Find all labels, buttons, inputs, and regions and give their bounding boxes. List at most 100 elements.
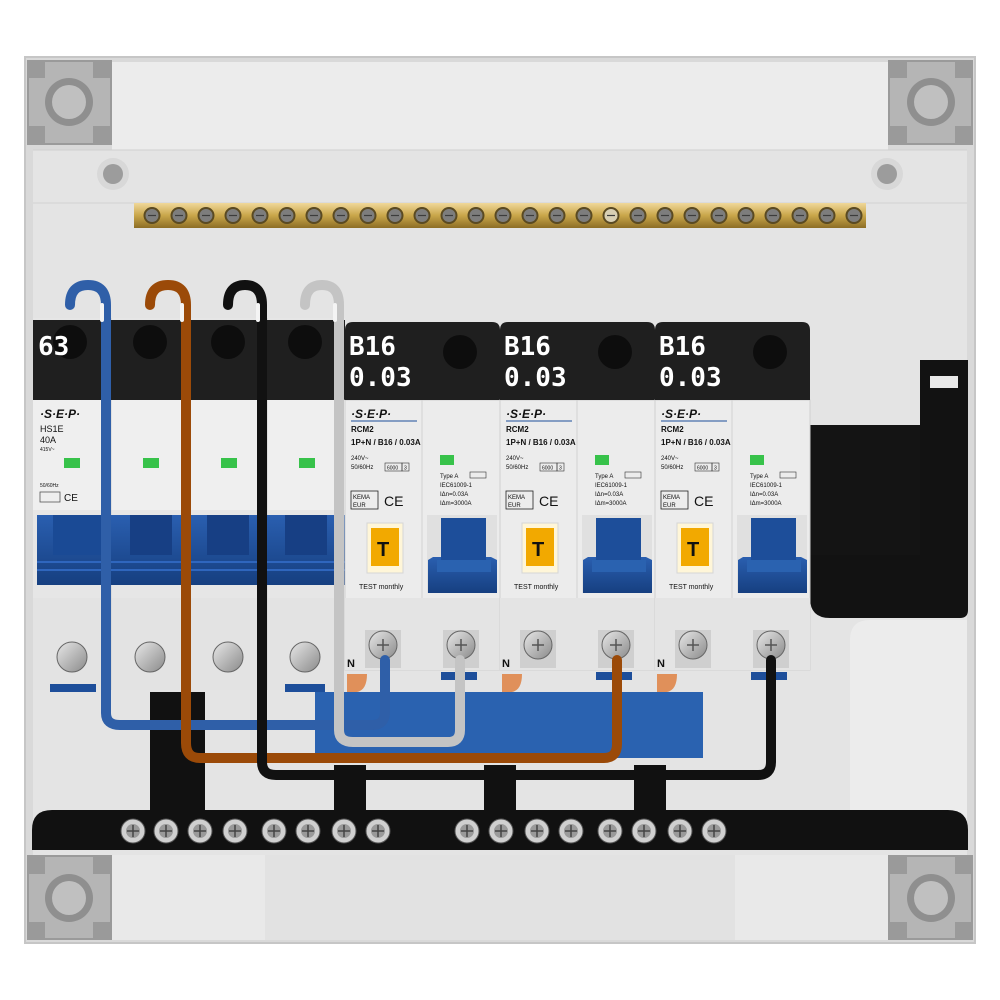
cert-mark-text: KEMA bbox=[353, 495, 370, 501]
screw-icon bbox=[521, 207, 539, 224]
rcbo-standard: IEC61009-1 bbox=[595, 483, 628, 489]
terminal-screw-icon bbox=[365, 630, 401, 668]
screw-icon bbox=[224, 207, 242, 224]
main-switch-voltage: 415V~ bbox=[40, 447, 55, 453]
screw-icon bbox=[710, 207, 728, 224]
rcbo-toggle[interactable] bbox=[737, 515, 807, 593]
screw-icon bbox=[683, 207, 701, 224]
terminal-screw-icon bbox=[488, 818, 514, 844]
indicator-light bbox=[221, 458, 237, 468]
rcbo-test-text: TEST monthly bbox=[514, 584, 559, 591]
indicator-light bbox=[440, 455, 454, 465]
main-switch-brand: ·S·E·P· bbox=[40, 407, 80, 421]
screw-icon bbox=[575, 207, 593, 224]
mounting-hole-bottom-left bbox=[27, 855, 112, 940]
cert-mark-text: KEMA bbox=[663, 495, 680, 501]
main-switch-model: HS1E bbox=[40, 424, 64, 434]
screw-icon bbox=[845, 207, 863, 224]
cert-mark-icon bbox=[350, 490, 379, 510]
main-switch-current: 40A bbox=[40, 435, 56, 445]
mounting-hole-top-right bbox=[888, 60, 973, 145]
rcbo-rating-box: 6000 bbox=[387, 466, 398, 472]
rcbo-toggle[interactable] bbox=[427, 515, 497, 593]
cert-mark-text: EUR bbox=[353, 503, 366, 509]
rcbo-type: Type A bbox=[595, 474, 613, 480]
terminal-screw-icon bbox=[365, 818, 391, 844]
rcbo-class-box: 3 bbox=[714, 466, 717, 472]
neutral-label: N bbox=[657, 658, 665, 670]
screw-icon bbox=[467, 207, 485, 224]
rcbo-standard: IEC61009-1 bbox=[440, 483, 473, 489]
rcbo-rating-box: 6000 bbox=[697, 466, 708, 472]
rcbo-model: RCM2 bbox=[351, 425, 374, 434]
terminal-screw-icon bbox=[454, 818, 480, 844]
test-button[interactable]: T bbox=[521, 522, 559, 574]
test-button-label: T bbox=[687, 539, 699, 561]
cert-mark-icon bbox=[660, 490, 689, 510]
wire-blue bbox=[65, 280, 390, 730]
mounting-hole-bottom-right bbox=[888, 855, 973, 940]
terminal-screw-icon bbox=[261, 818, 287, 844]
copper-link bbox=[657, 674, 677, 692]
rcbo-model: RCM2 bbox=[661, 425, 684, 434]
screw-icon bbox=[764, 207, 782, 224]
neutral-label: N bbox=[347, 658, 355, 670]
copper-link bbox=[347, 674, 367, 692]
terminal-screw-icon bbox=[520, 630, 556, 668]
rcbo-toggle[interactable] bbox=[582, 515, 652, 593]
rcbo-voltage: 240V~ bbox=[506, 456, 524, 462]
screw-icon bbox=[197, 207, 215, 224]
indicator-light bbox=[595, 455, 609, 465]
rcbo-brand: ·S·E·P· bbox=[506, 407, 546, 421]
rcbo-test-text: TEST monthly bbox=[359, 584, 404, 591]
rcbo-rating-label: B16 bbox=[349, 332, 396, 362]
screw-icon bbox=[737, 207, 755, 224]
rcbo-standard: IEC61009-1 bbox=[750, 483, 783, 489]
wire-black bbox=[223, 280, 776, 780]
cert-mark-text: KEMA bbox=[508, 495, 525, 501]
rcbo-brand: ·S·E·P· bbox=[661, 407, 701, 421]
terminal-screw-icon bbox=[120, 818, 146, 844]
rcbo-idn: IΔn=0.03A bbox=[440, 492, 468, 498]
screw-icon bbox=[602, 207, 620, 224]
rcbo-voltage: 240V~ bbox=[351, 456, 369, 462]
rcbo-rating-label: B16 bbox=[504, 332, 551, 362]
terminal-screw-icon bbox=[295, 818, 321, 844]
rcbo-idm: IΔm=3000A bbox=[595, 501, 627, 507]
rcbo-rating-label: B16 bbox=[659, 332, 706, 362]
screw-icon bbox=[548, 207, 566, 224]
cert-mark-icon bbox=[505, 490, 534, 510]
ce-mark: CE bbox=[694, 493, 713, 509]
ce-mark: CE bbox=[539, 493, 558, 509]
rcbo-rating-box: 6000 bbox=[542, 466, 553, 472]
cert-mark-text: EUR bbox=[508, 503, 521, 509]
rcbo-idn: IΔn=0.03A bbox=[595, 492, 623, 498]
screw-icon bbox=[305, 207, 323, 224]
wiring bbox=[65, 280, 776, 780]
neutral-label: N bbox=[502, 658, 510, 670]
copper-link bbox=[502, 674, 522, 692]
busbar-housing bbox=[810, 360, 968, 618]
terminal-screw-icon bbox=[331, 818, 357, 844]
test-button[interactable]: T bbox=[366, 522, 404, 574]
terminal-screw-icon bbox=[524, 818, 550, 844]
indicator-light bbox=[750, 455, 764, 465]
terminal-screw-row bbox=[120, 818, 727, 844]
rcbo-sensitivity-label: 0.03 bbox=[349, 363, 412, 393]
rcbo-spec: 1P+N / B16 / 0.03A bbox=[661, 438, 731, 447]
wire-grey bbox=[300, 280, 465, 747]
earth-bar bbox=[134, 203, 866, 228]
main-switch-frequency: 50/60Hz bbox=[40, 483, 59, 489]
rcbo-idm: IΔm=3000A bbox=[440, 501, 472, 507]
terminal-screw-icon bbox=[701, 818, 727, 844]
test-button[interactable]: T bbox=[676, 522, 714, 574]
rcbo-brand: ·S·E·P· bbox=[351, 407, 391, 421]
rcbo-spec: 1P+N / B16 / 0.03A bbox=[506, 438, 576, 447]
ce-mark: CE bbox=[384, 493, 403, 509]
screw-icon bbox=[251, 207, 269, 224]
rcbo-idn: IΔn=0.03A bbox=[750, 492, 778, 498]
